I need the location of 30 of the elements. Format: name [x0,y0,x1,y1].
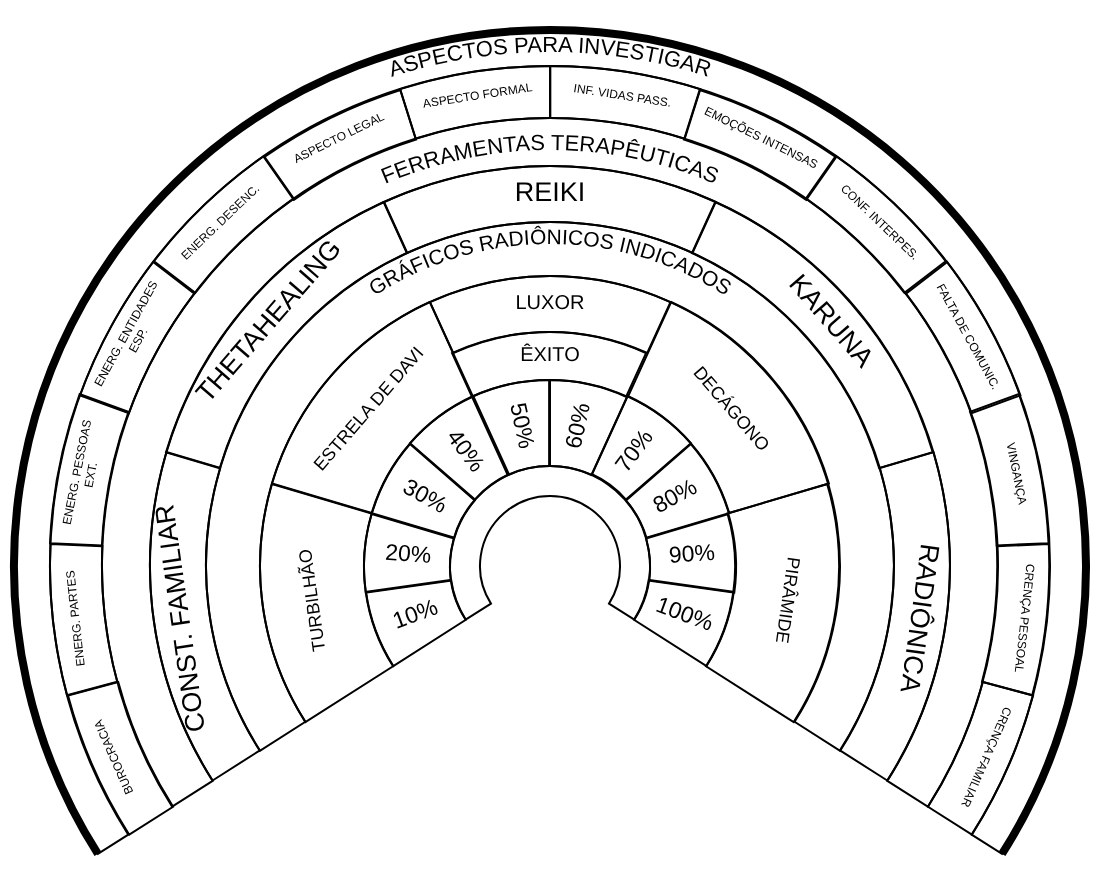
cell-label: ÊXITO [518,344,582,367]
cell-label: 50% [501,399,539,456]
sector-cell [903,259,1022,415]
cell-label: 100% [650,591,719,641]
sector-cell [450,330,649,399]
cell-label: 20% [381,539,434,571]
sector-cell [48,392,131,549]
cell-label: REIKI [514,179,586,209]
cell-label: 40% [439,423,491,479]
sector-cell [65,679,175,837]
cell-label: RADIÔNICA [892,539,948,699]
sector-cell [980,542,1052,698]
cell-label: 90% [666,539,719,571]
sector-cell [838,450,952,783]
sector-cell [362,511,457,594]
sector-cell [363,577,468,668]
sector-cell [78,259,197,415]
cell-label: PIRÂMIDE [769,552,806,648]
title-band [8,24,1092,860]
sector-cell [632,577,737,668]
cell-label: 80% [647,473,703,523]
cell-label: 10% [387,593,444,639]
sector-cell [48,542,120,698]
cell-label: 60% [561,399,599,456]
cell-label: 30% [396,473,453,523]
cell-label: CONST. FAMILIAR [147,500,213,738]
sector-cell [148,450,262,783]
cell-label: TURBILHÃO [293,544,332,656]
sector-cell [968,392,1052,549]
sector-cell [643,511,738,594]
